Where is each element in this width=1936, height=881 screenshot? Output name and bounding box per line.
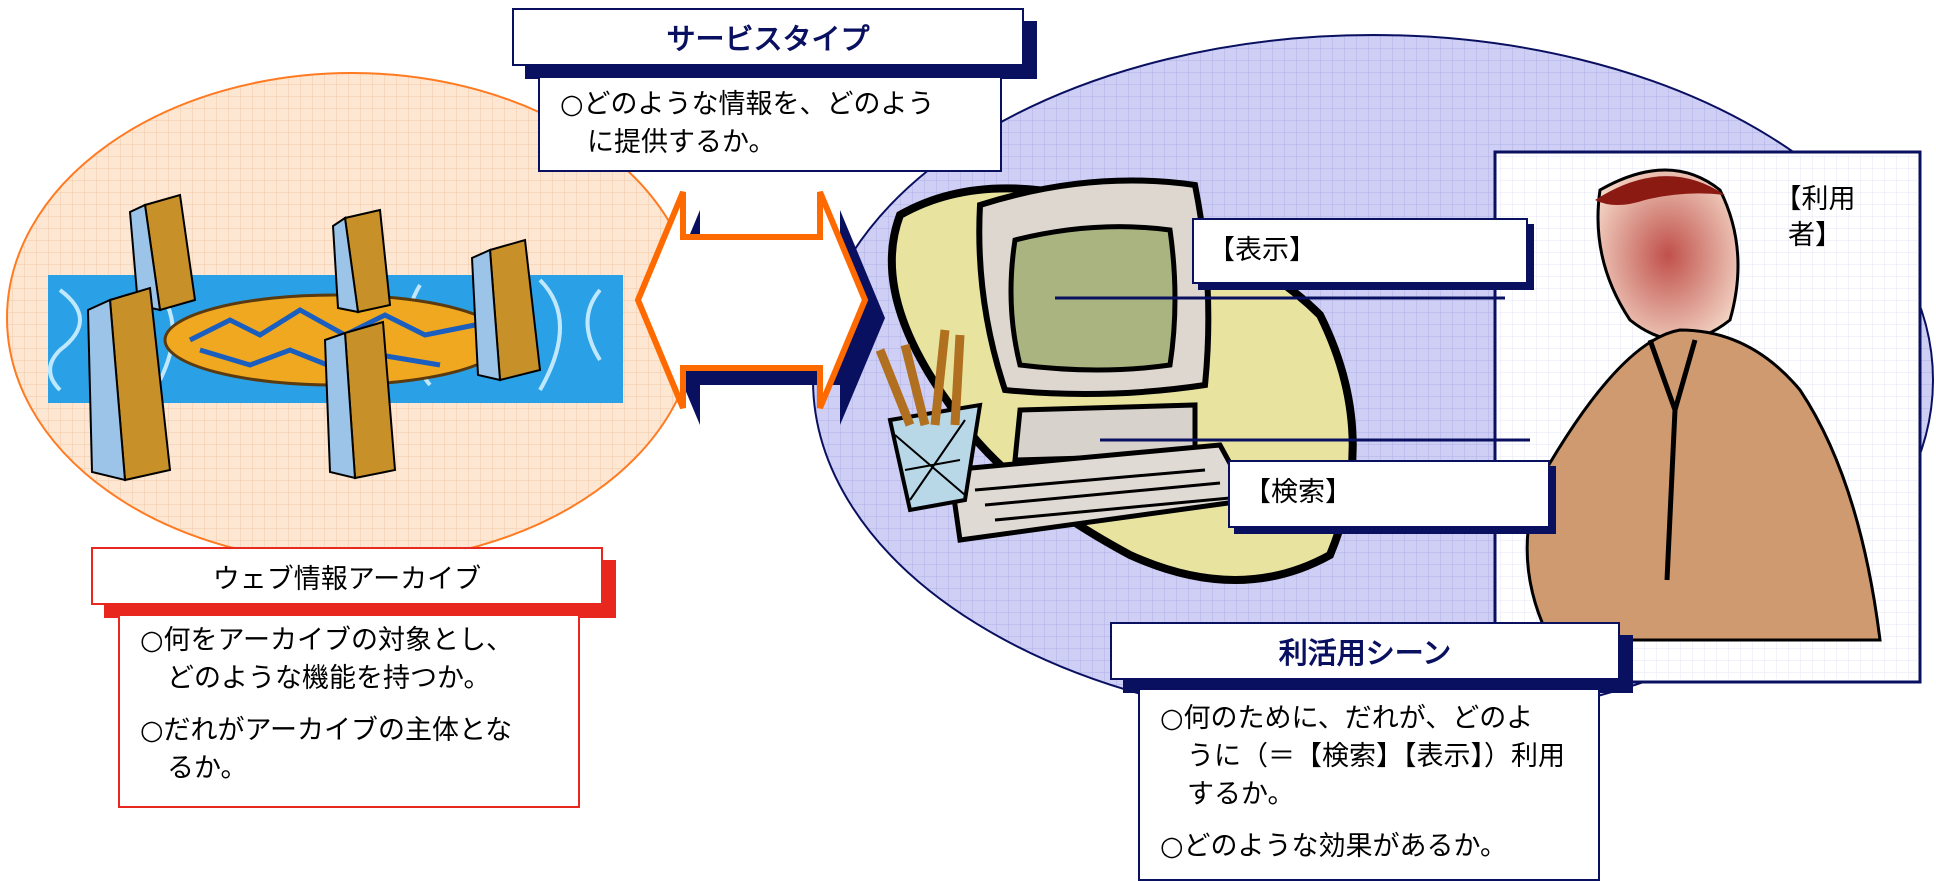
usage-title: 利活用シーン [1110,622,1620,680]
service-type-text: ○どのような情報を、どのよう に提供するか。 [560,89,935,158]
archive-title: ウェブ情報アーカイブ [91,547,603,605]
pencil-cup-icon [875,329,983,513]
double-arrow-icon [634,190,885,425]
service-type-body: ○どのような情報を、どのよう に提供するか。 [538,76,1002,172]
user-label: 【利用 者】 [1774,184,1856,251]
user-figure-icon [1493,150,1922,684]
archive-body: ○何をアーカイブの対象とし、 どのような機能を持つか。 ○だれがアーカイブの主体… [118,614,580,808]
display-label: 【表示】 [1192,218,1528,284]
search-label: 【検索】 [1228,460,1550,528]
archive-text-2: ○だれがアーカイブの主体とな るか。 [140,715,513,784]
server-cluster-icon [48,193,623,482]
usage-text-1: ○何のために、だれが、どのよ うに（＝【検索】【表示】）利用 するか。 [1160,703,1565,810]
usage-body: ○何のために、だれが、どのよ うに（＝【検索】【表示】）利用 するか。 ○どのよ… [1138,688,1600,881]
archive-text-1: ○何をアーカイブの対象とし、 どのような機能を持つか。 [140,625,513,694]
usage-text-2: ○どのような効果があるか。 [1160,831,1508,862]
service-type-title: サービスタイプ [512,8,1024,66]
